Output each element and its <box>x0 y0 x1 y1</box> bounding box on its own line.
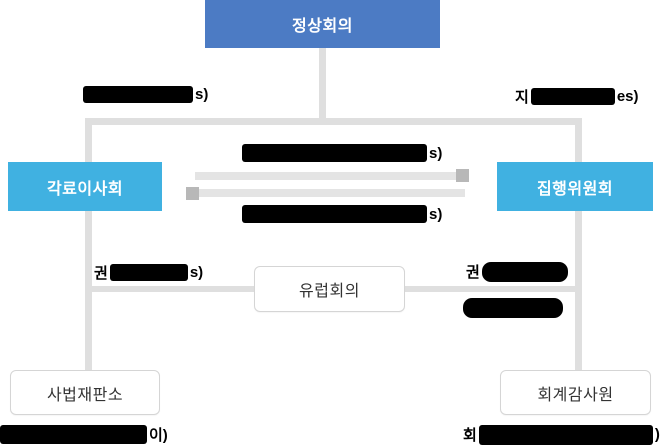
court-of-auditors-box-label: 회계감사원 <box>537 386 614 404</box>
connector-top-horizontal <box>85 118 582 125</box>
redacted-caption-bottom-left: 이) <box>0 424 168 445</box>
connector-top-vertical <box>319 48 326 125</box>
assembly-box-label: 유럽회의 <box>299 283 360 300</box>
redaction-bar <box>83 86 193 103</box>
court-of-justice-box-label: 사법재판소 <box>46 386 124 404</box>
redaction-bar <box>242 144 427 162</box>
summit-box: 정상회의 <box>205 0 440 48</box>
redaction-bar <box>478 424 653 445</box>
redaction-bar <box>0 425 147 444</box>
redaction-bar <box>530 88 615 105</box>
label-text: es) <box>616 88 639 105</box>
court-of-justice-box: 사법재판소 <box>10 370 160 415</box>
council-box-label: 각료이사회 <box>46 180 124 198</box>
label-text: 권 <box>94 265 108 282</box>
arrow-right-shaft <box>195 172 457 180</box>
redaction-bar <box>463 298 563 318</box>
label-text: s) <box>195 86 209 103</box>
redaction-bar <box>481 261 568 282</box>
redacted-label-mid-top: s) <box>242 144 442 162</box>
redaction-bar <box>109 264 188 281</box>
connector-left-vertical <box>85 118 92 371</box>
commission-box: 집행위원회 <box>497 162 653 211</box>
label-text: ) <box>654 426 660 443</box>
redacted-caption-bottom-right: 회 ) <box>463 424 660 445</box>
arrow-left-head <box>186 187 199 200</box>
label-text: 회 <box>463 427 477 444</box>
label-text: 권 <box>466 264 480 281</box>
redacted-label-mid-right-line1: 권 <box>466 261 568 282</box>
redacted-label-mid-right-line2 <box>463 298 563 318</box>
commission-box-label: 집행위원회 <box>536 180 614 198</box>
label-text: 지 <box>515 89 529 106</box>
council-box: 각료이사회 <box>8 162 162 211</box>
connector-right-vertical <box>575 118 582 371</box>
redaction-bar <box>242 205 427 223</box>
arrow-left-shaft <box>199 189 465 197</box>
label-text: s) <box>189 264 204 281</box>
redacted-label-mid-bottom: s) <box>242 205 442 223</box>
court-of-auditors-box: 회계감사원 <box>500 370 651 415</box>
summit-box-label: 정상회의 <box>292 18 353 35</box>
label-text: s) <box>429 205 443 223</box>
redacted-label-top-left: s) <box>83 86 208 103</box>
arrow-right-head <box>456 169 469 182</box>
label-text: 이) <box>149 427 168 444</box>
label-text: s) <box>429 144 443 162</box>
redacted-label-top-right: 지 es) <box>515 86 639 107</box>
assembly-box: 유럽회의 <box>254 266 405 312</box>
redacted-label-mid-left: 권 s) <box>94 262 203 283</box>
